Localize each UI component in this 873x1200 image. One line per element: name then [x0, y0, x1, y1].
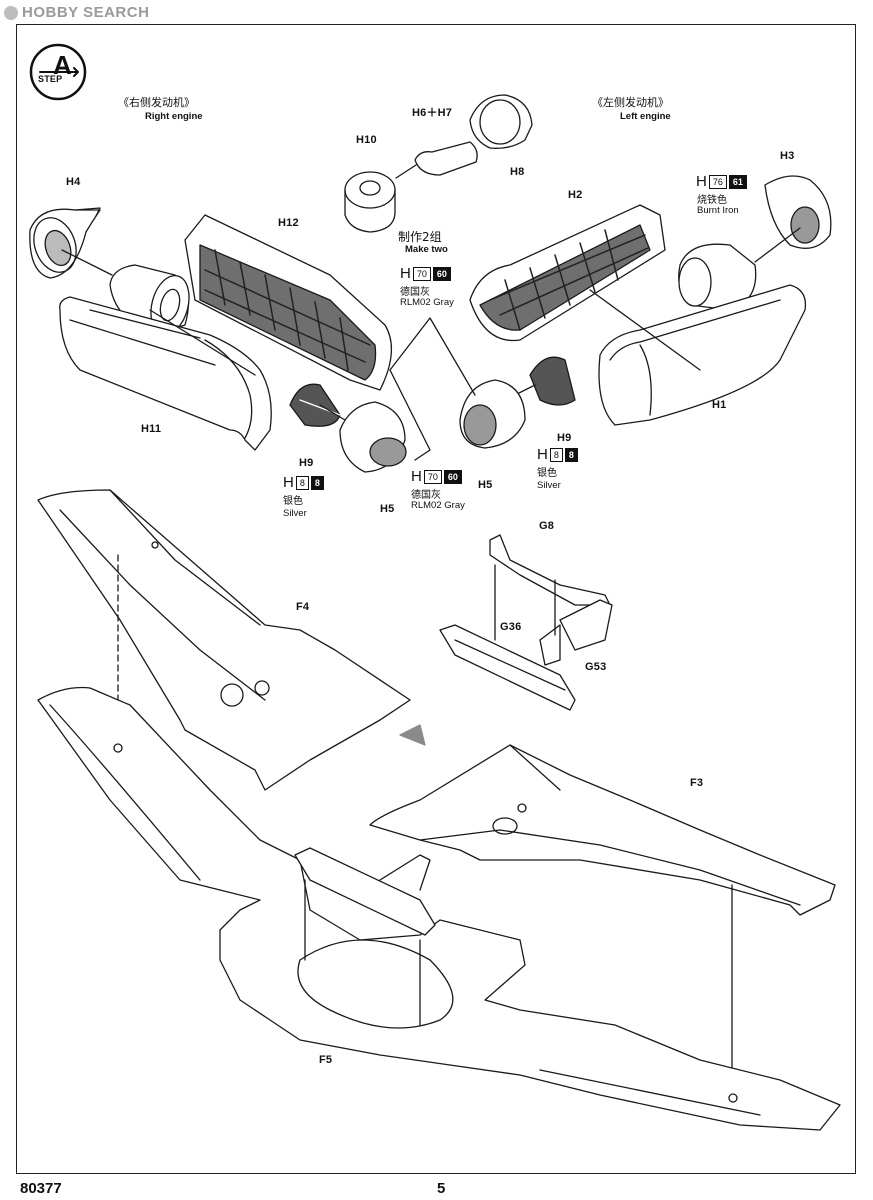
part-h12-nacelle — [184, 214, 393, 391]
label-g36: G36 — [500, 621, 522, 633]
label-h9-left: H9 — [557, 432, 572, 444]
leader-g8 — [494, 564, 556, 641]
leader-h12 — [149, 309, 256, 376]
part-h3-cone — [764, 175, 832, 249]
make-two-en: Make two — [405, 244, 448, 255]
page-number: 5 — [437, 1180, 446, 1197]
hobbysearch-logo-icon — [4, 5, 18, 20]
paint-code-num: 60 — [443, 469, 462, 484]
step-letter: A — [53, 50, 72, 80]
paint-burnt-iron-cn: 烧铁色 — [697, 195, 727, 206]
part-h1-nacelle — [598, 284, 807, 426]
paint-code-box: 70 — [423, 469, 442, 484]
label-h9-right: H9 — [299, 457, 314, 469]
right-engine-cn: 《右侧发动机》 — [118, 96, 195, 109]
paint-burnt-iron-en: Burnt Iron — [697, 205, 739, 216]
part-f3-wing — [369, 744, 836, 916]
paint-silver-b: H 8 8 — [537, 446, 578, 463]
leader-lower — [304, 879, 421, 1026]
label-h1: H1 — [712, 399, 727, 411]
part-h6-h7 — [395, 141, 478, 179]
part-g53 — [539, 599, 613, 666]
part-h10 — [344, 171, 396, 233]
paint-prefix: H — [400, 265, 411, 282]
label-h8: H8 — [510, 166, 525, 178]
part-g8 — [489, 534, 611, 606]
label-g8: G8 — [539, 520, 555, 532]
part-h9-left — [529, 356, 576, 406]
label-h10: H10 — [356, 134, 377, 146]
part-h5-left — [459, 379, 526, 449]
paint-rlm02-b-cn: 德国灰 — [411, 490, 441, 501]
label-h5-right: H5 — [380, 503, 395, 515]
part-f5-wing — [37, 686, 841, 1131]
part-h9-right — [289, 383, 341, 427]
paint-code-num: 8 — [310, 475, 324, 490]
label-h2: H2 — [568, 189, 583, 201]
leader-h2 — [589, 289, 701, 371]
part-h11-nacelle — [59, 296, 272, 451]
label-g53: G53 — [585, 661, 607, 673]
leader-h5-right — [389, 369, 431, 461]
part-h2-nacelle — [469, 204, 666, 342]
label-h4: H4 — [66, 176, 81, 188]
part-g36-lower — [294, 847, 436, 936]
kit-number: 80377 — [20, 1180, 62, 1197]
part-f4-wing — [37, 489, 411, 791]
engine-core-left — [678, 243, 757, 311]
paint-code-box: 8 — [295, 475, 309, 490]
left-engine-en: Left engine — [620, 111, 671, 122]
paint-rlm02-a-en: RLM02 Gray — [400, 297, 454, 308]
paint-prefix: H — [696, 173, 707, 190]
paint-code-box: 70 — [412, 266, 431, 281]
paint-code-num: 8 — [564, 447, 578, 462]
watermark: HOBBY SEARCH — [4, 4, 149, 21]
watermark-text: HOBBY SEARCH — [22, 4, 150, 21]
label-h11: H11 — [141, 423, 162, 435]
arrow-h9-right — [319, 404, 346, 421]
step-badge — [29, 43, 87, 101]
label-f3: F3 — [690, 777, 704, 789]
paint-code-box: 76 — [708, 174, 727, 189]
paint-prefix: H — [411, 468, 422, 485]
paint-burnt-iron: H 76 61 — [696, 173, 747, 190]
paint-code-num: 61 — [728, 174, 747, 189]
instruction-frame — [16, 24, 856, 1174]
label-h5-left: H5 — [478, 479, 493, 491]
paint-silver-a-en: Silver — [283, 508, 307, 519]
leader-rlm02 — [389, 317, 476, 396]
label-h3: H3 — [780, 150, 795, 162]
paint-silver-a-cn: 银色 — [283, 496, 303, 507]
paint-code-box: 8 — [549, 447, 563, 462]
arrow-h3 — [754, 227, 801, 263]
arrow-h4 — [61, 249, 113, 276]
make-two-cn: 制作2组 — [398, 230, 442, 244]
direction-arrow-icon — [399, 724, 426, 746]
paint-rlm02-a-cn: 德国灰 — [400, 287, 430, 298]
paint-prefix: H — [283, 474, 294, 491]
label-f5: F5 — [319, 1054, 333, 1066]
part-h4-cone — [29, 207, 101, 279]
left-engine-cn: 《左侧发动机》 — [592, 96, 669, 109]
paint-rlm02-a: H 70 60 — [400, 265, 451, 282]
label-h6-h7: H6＋H7 — [412, 107, 453, 119]
paint-silver-b-cn: 银色 — [537, 468, 557, 479]
paint-rlm02-b: H 70 60 — [411, 468, 462, 485]
part-g36 — [439, 624, 576, 711]
right-engine-en: Right engine — [145, 111, 203, 122]
paint-silver-b-en: Silver — [537, 480, 561, 491]
part-h8 — [469, 94, 533, 149]
step-label: STEP — [38, 74, 63, 84]
label-f4: F4 — [296, 601, 310, 613]
paint-rlm02-b-en: RLM02 Gray — [411, 500, 465, 511]
part-h5-right — [339, 401, 407, 473]
paint-prefix: H — [537, 446, 548, 463]
paint-silver-a: H 8 8 — [283, 474, 324, 491]
label-h12: H12 — [278, 217, 299, 229]
paint-code-num: 60 — [432, 266, 451, 281]
